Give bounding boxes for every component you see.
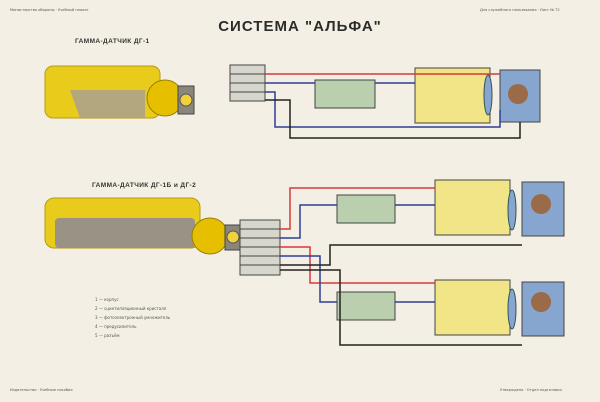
footer-right-note: Утверждено · Отдел подготовки xyxy=(500,388,562,392)
detector-block-top xyxy=(414,67,491,124)
poster-title: СИСТЕМА "АЛЬФА" xyxy=(218,18,382,35)
amplifier-block-middle xyxy=(336,194,396,224)
sensor-top-caption: ГАММА-ДАТЧИК ДГ-1 xyxy=(75,38,150,45)
amplifier-block-bottom xyxy=(336,291,396,321)
sensor-bottom-caption: ГАММА-ДАТЧИК ДГ-1Б и ДГ-2 xyxy=(92,182,197,189)
sensor-top xyxy=(44,65,195,119)
header-right-note: Для служебного пользования · Лист № 72 xyxy=(480,8,560,12)
amplifier-block-top xyxy=(314,79,376,109)
legend: 1 — корпус 2 — сцинтилляционный кристалл… xyxy=(95,297,171,338)
detector-block-bottom xyxy=(434,279,511,336)
detector-block-middle xyxy=(434,179,511,236)
sensor-bottom xyxy=(44,197,242,255)
footer-left-note: Издательство · Учебные пособия xyxy=(10,388,73,392)
header-left-note: Министерство обороны · Учебный плакат xyxy=(10,8,89,12)
